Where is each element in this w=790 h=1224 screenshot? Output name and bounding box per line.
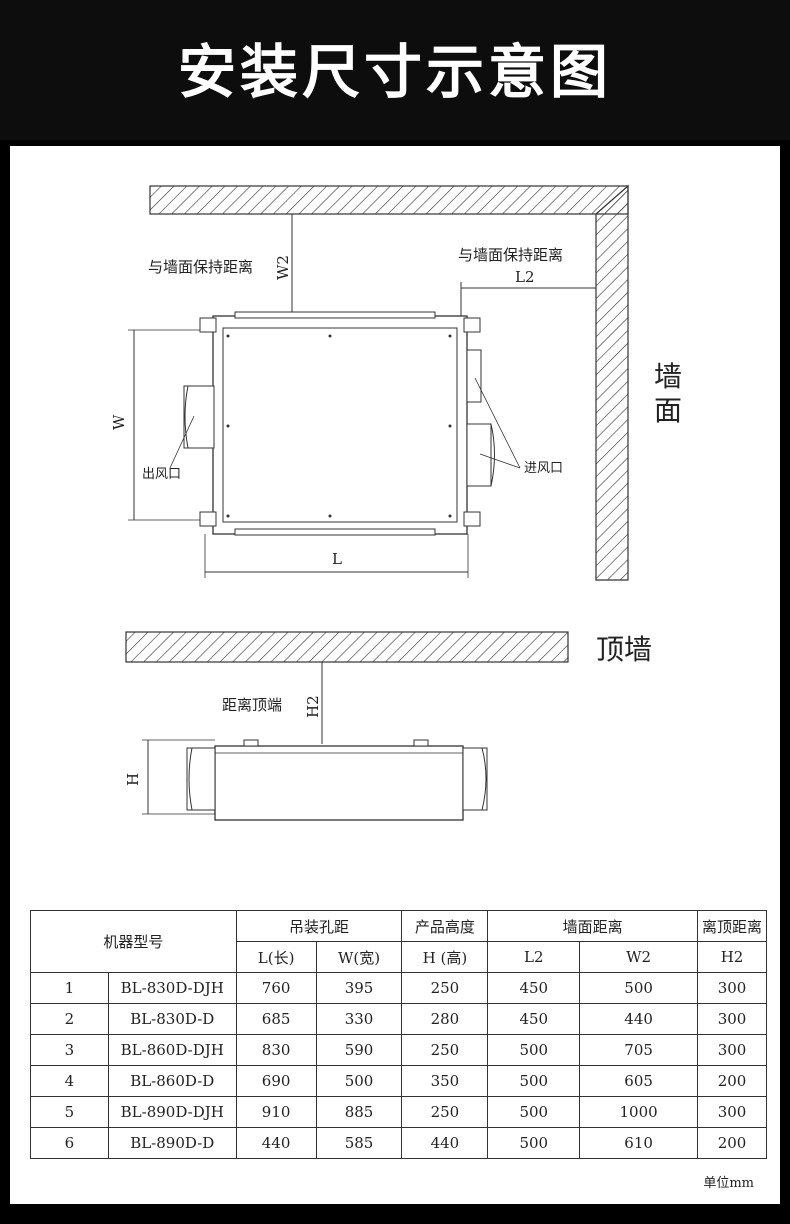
row-model: BL-890D-DJH [107,1096,237,1128]
row-h2: 200 [697,1127,767,1159]
content-card: 与墙面保持距离 W2 与墙面保持距离 L2 墙面 W L 出风口 进风口 顶墙 … [10,146,780,1204]
row-no: 6 [30,1127,109,1159]
table-row: 4 BL-860D-D 690 500 350 500 605 200 [30,1065,767,1097]
row-h2: 300 [697,1096,767,1128]
row-h2: 300 [697,972,767,1004]
page-title: 安装尺寸示意图 [177,38,612,106]
row-model: BL-830D-D [107,1003,237,1035]
row-l2: 500 [487,1065,581,1097]
row-l2: 450 [487,1003,581,1035]
header-wall-distance: 墙面距离 [487,910,699,942]
unit-top-view [183,311,495,536]
row-no: 5 [30,1096,109,1128]
table-row: 6 BL-890D-D 440 585 440 500 610 200 [30,1127,767,1159]
row-w2: 1000 [579,1096,699,1128]
h-label: H [124,772,142,786]
row-h: 350 [401,1065,489,1097]
row-h2: 200 [697,1065,767,1097]
h2-label: H2 [304,695,322,718]
row-h: 440 [401,1127,489,1159]
table-row: 5 BL-890D-DJH 910 885 250 500 1000 300 [30,1096,767,1128]
top-wall [149,185,629,215]
row-l2: 500 [487,1034,581,1066]
row-w: 330 [315,1003,403,1035]
row-w2: 605 [579,1065,699,1097]
row-h: 250 [401,1096,489,1128]
header-l2: L2 [487,941,581,973]
header-top-distance: 离顶距离 [697,910,767,942]
w2-clearance-label: 与墙面保持距离 [148,258,254,276]
l-label: L [332,550,342,568]
outlet-label: 出风口 [142,467,182,482]
row-w: 885 [315,1096,403,1128]
row-h2: 300 [697,1034,767,1066]
table-row: 3 BL-860D-DJH 830 590 250 500 705 300 [30,1034,767,1066]
row-w: 395 [315,972,403,1004]
header-h2: H2 [697,941,767,973]
header-height: 产品高度 [401,910,489,942]
row-h: 280 [401,1003,489,1035]
table-row: 1 BL-830D-DJH 760 395 250 450 500 300 [30,972,767,1004]
ceiling-label: 顶墙 [596,633,653,666]
table-row: 2 BL-830D-D 685 330 280 450 440 300 [30,1003,767,1035]
header-l: L(长) [235,941,317,973]
row-model: BL-830D-DJH [107,972,237,1004]
row-l: 760 [235,972,317,1004]
w2-label: W2 [274,255,292,280]
row-model: BL-890D-D [107,1127,237,1159]
row-w: 585 [315,1127,403,1159]
row-l: 685 [235,1003,317,1035]
row-model: BL-860D-D [107,1065,237,1097]
row-no: 3 [30,1034,109,1066]
row-l: 830 [235,1034,317,1066]
row-h: 250 [401,1034,489,1066]
row-l: 910 [235,1096,317,1128]
row-l2: 500 [487,1096,581,1128]
wall-label: 墙面 [654,360,683,427]
row-model: BL-860D-DJH [107,1034,237,1066]
row-l2: 500 [487,1127,581,1159]
unit-side-view [186,739,488,821]
row-no: 4 [30,1065,109,1097]
header-w: W(宽) [315,941,403,973]
row-l2: 450 [487,972,581,1004]
row-w2: 440 [579,1003,699,1035]
row-no: 2 [30,1003,109,1035]
row-l: 690 [235,1065,317,1097]
spec-table: 机器型号 吊装孔距 产品高度 墙面距离 离顶距离 L(长) W(宽) H (高)… [30,910,767,1159]
row-w2: 705 [579,1034,699,1066]
l2-clearance-label: 与墙面保持距离 [458,246,564,264]
installation-diagram [125,184,629,821]
l2-label: L2 [515,268,535,286]
ceiling-wall [125,631,569,663]
row-h2: 300 [697,1003,767,1035]
header-hang-distance: 吊装孔距 [235,910,403,942]
row-w2: 610 [579,1127,699,1159]
row-w: 590 [315,1034,403,1066]
inlet-label: 进风口 [524,461,564,476]
header-banner: 安装尺寸示意图 [0,0,790,140]
right-wall [595,184,629,581]
header-h: H (高) [401,941,489,973]
w-label: W [110,414,128,430]
row-l: 440 [235,1127,317,1159]
header-model: 机器型号 [30,910,237,973]
row-h: 250 [401,972,489,1004]
row-no: 1 [30,972,109,1004]
header-w2: W2 [579,941,699,973]
row-w2: 500 [579,972,699,1004]
unit-note: 单位mm [703,1176,754,1191]
top-clearance-label: 距离顶端 [222,696,283,714]
row-w: 500 [315,1065,403,1097]
